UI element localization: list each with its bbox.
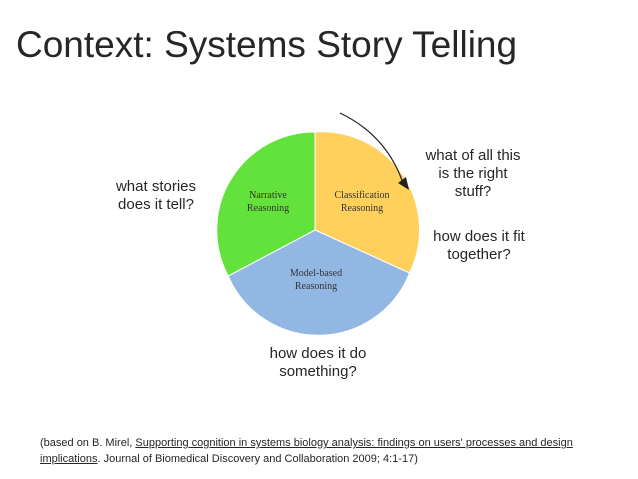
question-what-stories: what stories does it tell? — [108, 178, 204, 214]
segment-label-classification-1: Classification — [335, 190, 390, 201]
citation: (based on B. Mirel, Supporting cognition… — [40, 435, 615, 467]
question-how-fit: how does it fit together? — [424, 228, 534, 264]
question-line: stuff? — [454, 183, 492, 200]
segment-label-narrative-1: Narrative — [249, 190, 287, 201]
segment-model-based — [227, 229, 411, 336]
question-line: something? — [279, 363, 357, 380]
segment-label-narrative-2: Reasoning — [247, 203, 289, 214]
citation-prefix: (based on B. Mirel, — [40, 437, 136, 449]
citation-suffix: . Journal of Biomedical Discovery and Co… — [97, 453, 418, 465]
segment-label-classification-2: Reasoning — [341, 203, 383, 214]
rotation-arrow — [339, 112, 405, 187]
segment-classification — [314, 131, 420, 274]
question-right-stuff: what of all this is the right stuff? — [418, 147, 528, 201]
segment-label-model-2: Reasoning — [295, 281, 337, 292]
question-line: how does it do — [269, 345, 367, 362]
question-how-do: how does it do something? — [256, 345, 380, 381]
segment-label-model-1: Model-based — [290, 268, 342, 279]
segment-narrative — [216, 131, 316, 277]
question-line: how does it fit — [433, 228, 525, 245]
slide-title: Context: Systems Story Telling — [16, 24, 518, 65]
arrow-head-icon — [398, 177, 409, 190]
citation-link[interactable]: Supporting cognition in systems biology … — [40, 437, 573, 465]
question-line: is the right — [438, 165, 508, 182]
question-line: what of all this — [425, 147, 521, 164]
question-line: does it tell? — [118, 196, 194, 213]
question-line: together? — [447, 246, 511, 263]
question-line: what stories — [115, 178, 197, 195]
